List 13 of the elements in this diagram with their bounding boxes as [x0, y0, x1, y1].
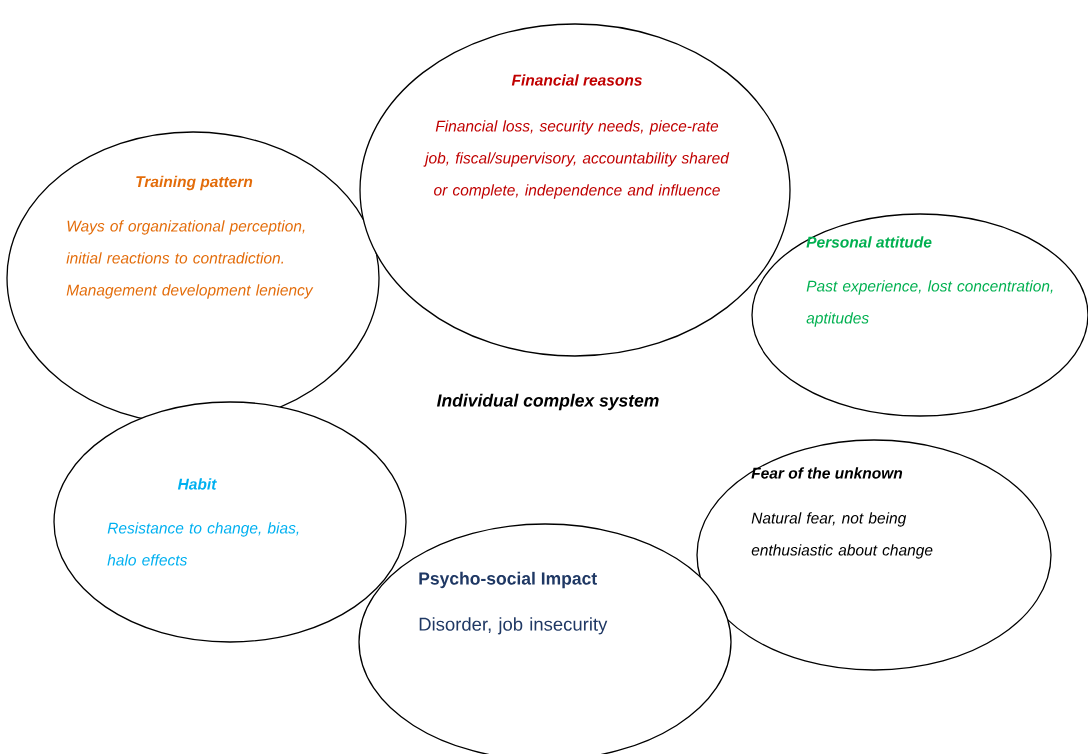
heading: Psycho-social Impact [419, 571, 597, 589]
heading: Training pattern [136, 175, 253, 191]
body-text: Past experience, lost concentration, aptitudes [806, 280, 1053, 327]
body-text: Natural fear, not being enthusiastic about change [751, 512, 933, 559]
heading: Personal attitude [806, 236, 932, 248]
center-label: Individual complex system [436, 393, 659, 411]
body-text: Ways of organizational perception, initial reactions to contradiction. Management development leniency [66, 220, 314, 299]
body-text: Resistance to change, bias, halo effects [107, 522, 299, 566]
heading: Habit [177, 478, 217, 490]
heading: Fear of the unknown [751, 467, 903, 479]
body-text: Financial loss, security needs, piece-rate job, fiscal/supervisory, accountability shared or complete, independence and influence [423, 120, 730, 199]
body-text: Disorder, job insecurity [419, 617, 608, 635]
heading: Financial reasons [511, 74, 642, 86]
